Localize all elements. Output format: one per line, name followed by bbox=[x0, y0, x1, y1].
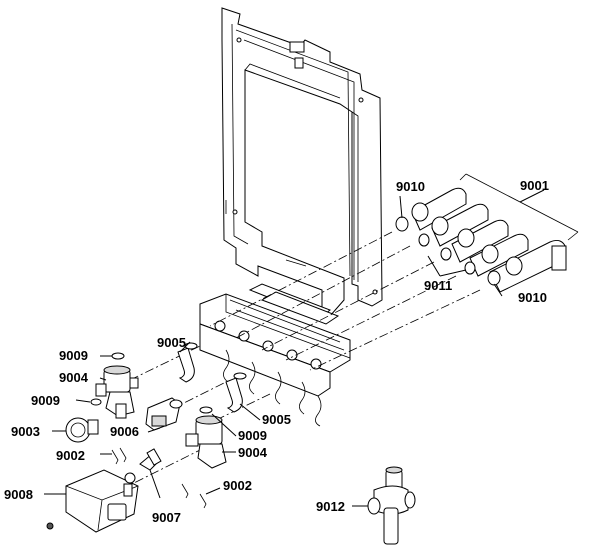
leader-lines bbox=[44, 189, 545, 507]
hydraulic-block-9008 bbox=[46, 469, 139, 533]
clips-9002-right bbox=[181, 483, 207, 509]
valve-body-9004-lower bbox=[185, 415, 227, 469]
pressure-gauge-9003 bbox=[65, 417, 99, 443]
callout-9003: 9003 bbox=[11, 424, 40, 439]
clips-9002-left bbox=[111, 447, 127, 465]
callout-9008: 9008 bbox=[4, 487, 33, 502]
callout-9006: 9006 bbox=[110, 424, 139, 439]
manifold-bracket bbox=[199, 283, 351, 427]
callout-9009-upper: 9009 bbox=[59, 348, 88, 363]
callout-9002-right: 9002 bbox=[223, 478, 252, 493]
o-rings-9009 bbox=[90, 352, 213, 414]
callout-9012: 9012 bbox=[316, 499, 345, 514]
callout-9002-left: 9002 bbox=[56, 448, 85, 463]
callout-9009-left: 9009 bbox=[31, 393, 60, 408]
callout-9010-bottom: 9010 bbox=[518, 290, 547, 305]
callout-9010-top: 9010 bbox=[396, 179, 425, 194]
callout-9007: 9007 bbox=[152, 510, 181, 525]
valve-body-9004-upper bbox=[95, 365, 139, 419]
callout-9001: 9001 bbox=[520, 178, 549, 193]
mounting-frame bbox=[221, 7, 383, 317]
elbow-9005-lower bbox=[225, 372, 247, 413]
connector-9012 bbox=[367, 466, 416, 545]
callout-9011: 9011 bbox=[424, 278, 452, 293]
filling-valve-9006 bbox=[145, 397, 183, 431]
callout-9004-upper: 9004 bbox=[59, 370, 89, 385]
pipe-9007 bbox=[139, 448, 162, 471]
pipe-set-9001 bbox=[411, 173, 579, 293]
callout-9004-lower: 9004 bbox=[238, 445, 268, 460]
callout-9005-lower: 9005 bbox=[262, 412, 291, 427]
callout-9005-upper: 9005 bbox=[157, 335, 186, 350]
callout-9009-lower: 9009 bbox=[238, 428, 267, 443]
